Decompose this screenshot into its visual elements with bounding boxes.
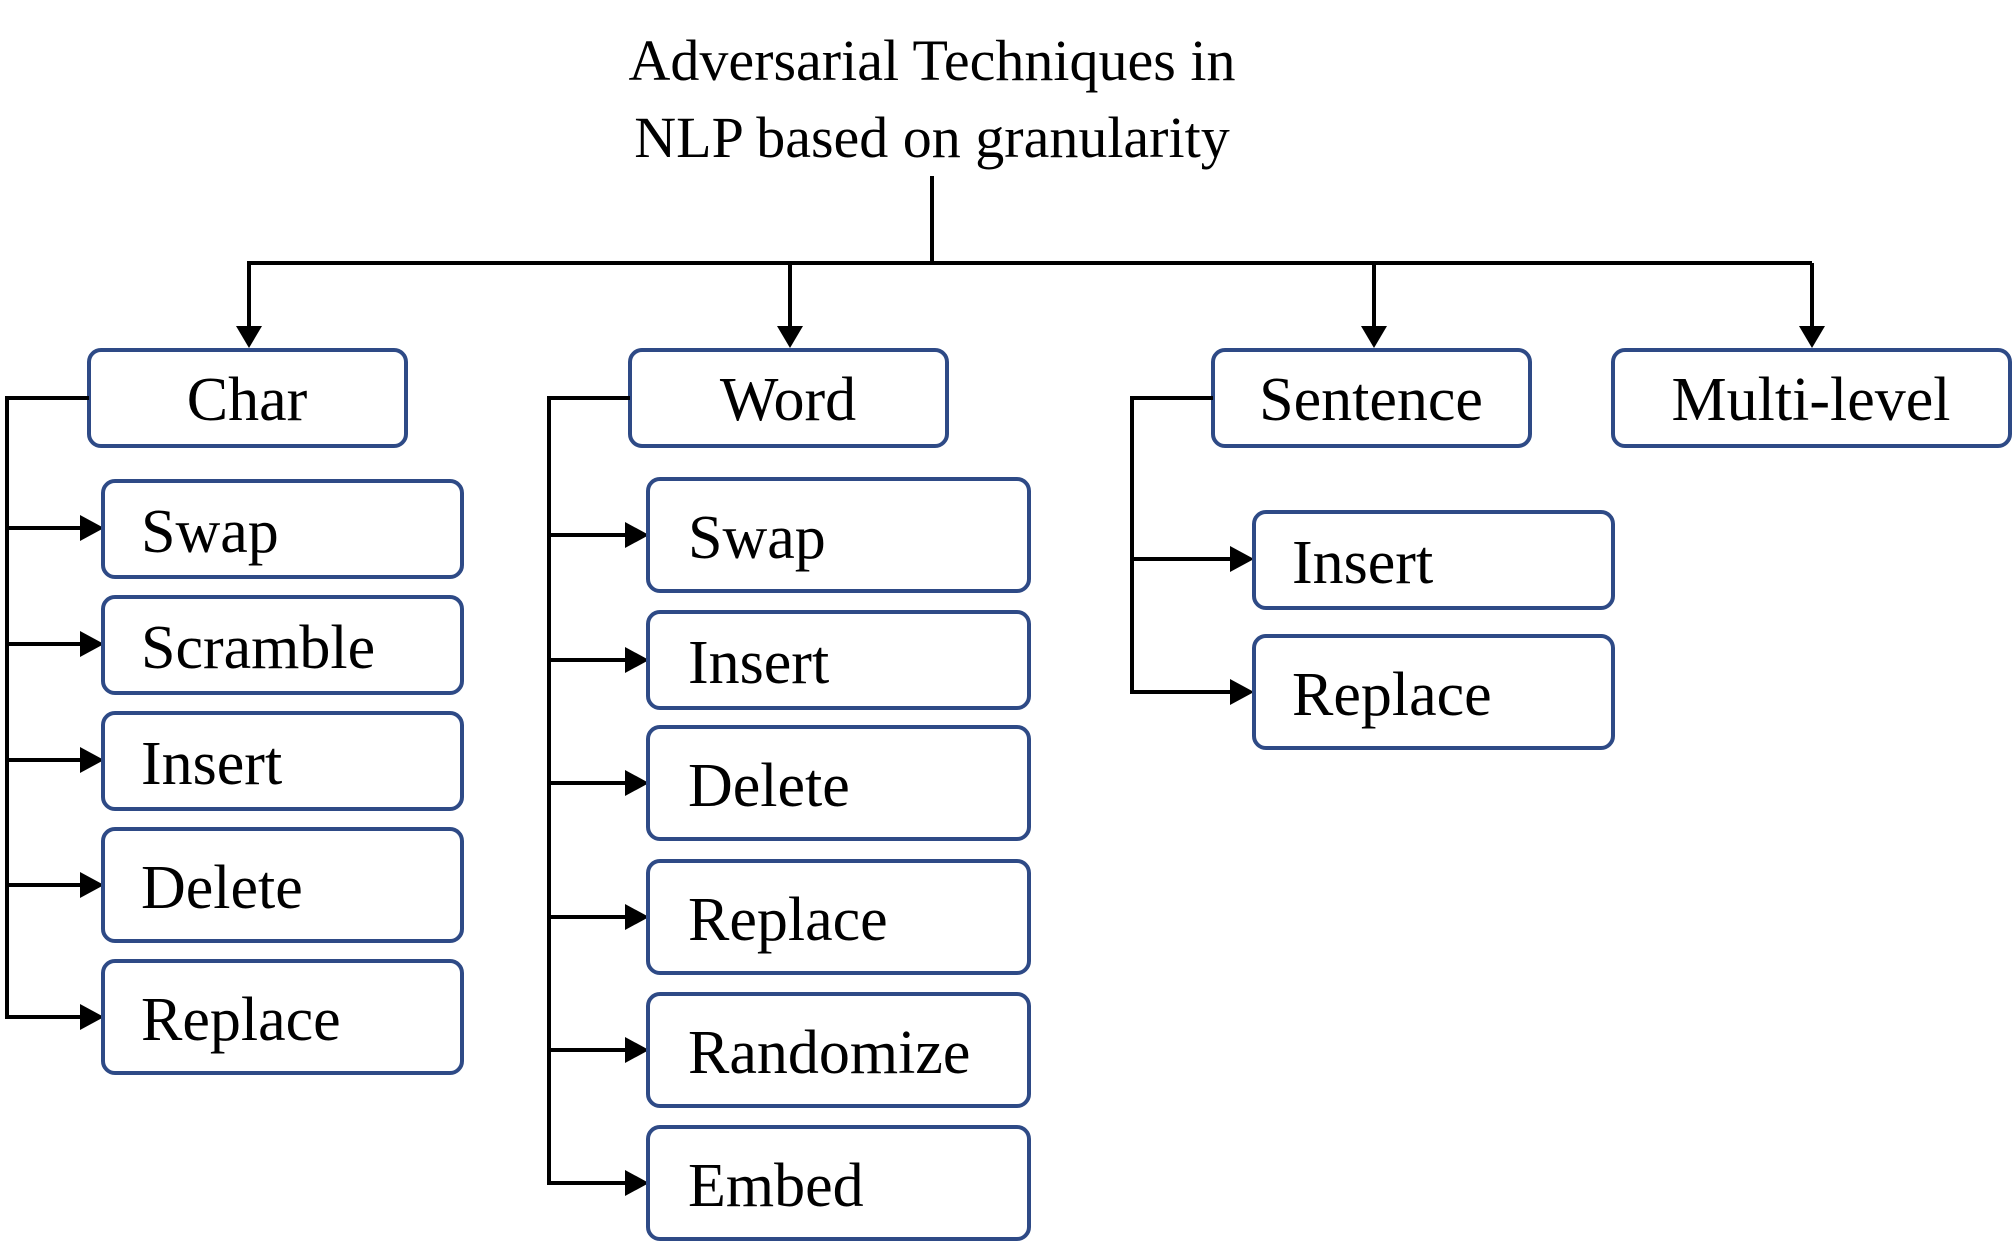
category-node-sentence: Sentence [1211,348,1532,448]
word-technique-swap: Swap [549,477,1031,593]
category-label-char: Char [187,366,308,434]
word-technique-replace: Replace [549,859,1031,975]
char-technique-label: Delete [141,854,303,922]
category-node-word: Word [628,348,949,448]
char-technique-label: Swap [141,498,279,566]
word-technique-label: Insert [688,629,829,697]
sentence-replace-arrowhead [1230,679,1254,705]
word-technique-label: Swap [688,504,826,572]
char-technique-swap: Swap [7,479,464,579]
sentence-insert-arrowhead [1230,546,1254,572]
diagram-title-line-2: NLP based on granularity [634,105,1229,170]
char-technique-delete: Delete [7,827,464,943]
char-technique-label: Replace [141,986,341,1054]
char-technique-label: Scramble [141,614,375,682]
word-technique-label: Replace [688,886,888,954]
word-insert-arrowhead [625,647,649,673]
sentence-technique-label: Replace [1292,661,1492,729]
char-technique-replace: Replace [7,959,464,1075]
word-technique-label: Randomize [688,1019,970,1087]
sentence-technique-label: Insert [1292,529,1433,597]
category-node-multi-level: Multi-level [1611,348,2012,448]
char-technique-insert: Insert [7,711,464,811]
word-randomize-arrowhead [625,1037,649,1063]
char-replace-arrowhead [80,1004,104,1030]
diagram-title-line-1: Adversarial Techniques in [629,28,1236,93]
sentence-drop-arrowhead [1361,326,1387,348]
sentence-technique-insert: Insert [1132,510,1615,610]
char-technique-label: Insert [141,730,282,798]
word-replace-arrowhead [625,904,649,930]
word-technique-embed: Embed [549,1125,1031,1241]
category-label-multi-level: Multi-level [1672,366,1951,434]
char-drop-arrowhead [236,326,262,348]
sentence-technique-replace: Replace [1132,634,1615,750]
word-delete-arrowhead [625,770,649,796]
word-technique-randomize: Randomize [549,992,1031,1108]
word-technique-list: Swap Insert Delete Replace Randomize [549,477,1031,1241]
multilevel-drop-arrowhead [1799,326,1825,348]
word-technique-label: Embed [688,1152,864,1220]
char-technique-scramble: Scramble [7,595,464,695]
char-delete-arrowhead [80,872,104,898]
word-swap-arrowhead [625,522,649,548]
char-scramble-arrowhead [80,631,104,657]
char-swap-arrowhead [80,515,104,541]
category-label-sentence: Sentence [1259,366,1483,434]
sentence-technique-list: Insert Replace [1132,510,1615,750]
char-technique-list: Swap Scramble Insert Delete Replace [7,479,464,1075]
category-node-char: Char [87,348,408,448]
word-drop-arrowhead [777,326,803,348]
word-technique-insert: Insert [549,610,1031,710]
category-label-word: Word [720,366,856,434]
word-technique-label: Delete [688,752,850,820]
char-insert-arrowhead [80,747,104,773]
word-technique-delete: Delete [549,725,1031,841]
word-embed-arrowhead [625,1170,649,1196]
